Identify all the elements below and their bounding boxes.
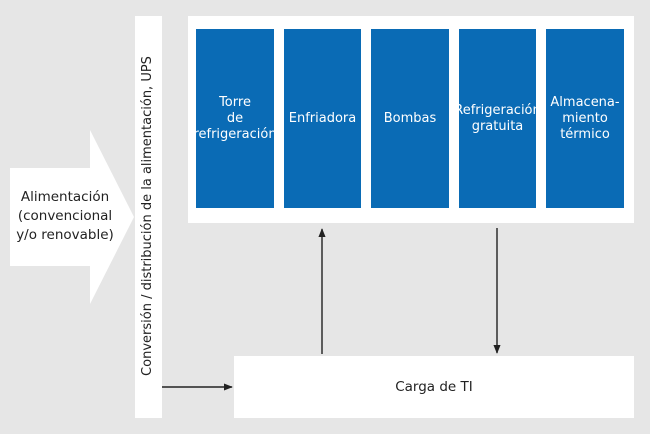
free-cooling-box: Refrigeración gratuita: [454, 29, 541, 208]
input-arrow-shape: [10, 130, 134, 304]
it-load-box: Carga de TI: [234, 356, 634, 418]
power-input-line-2: (convencional: [17, 208, 113, 224]
it-load-label: Carga de TI: [395, 379, 473, 395]
thermal-storage-box: Almacena- miento térmico: [546, 29, 624, 208]
chiller-box: Enfriadora: [284, 29, 361, 208]
free-cooling-label: Refrigeración gratuita: [454, 102, 541, 134]
cooling-tower-label: Torre de refrigeración: [193, 94, 277, 142]
conversion-bar: [135, 16, 162, 418]
pumps-label: Bombas: [383, 110, 437, 126]
power-input-label: Alimentación (convencional y/o renovable…: [10, 188, 120, 245]
cooling-tower-box: Torre de refrigeración: [193, 29, 277, 208]
power-input-line-3: y/o renovable): [16, 227, 114, 243]
thermal-storage-label: Almacena- miento térmico: [550, 94, 620, 142]
power-input-line-1: Alimentación: [20, 189, 110, 205]
pumps-box: Bombas: [371, 29, 449, 208]
chiller-label: Enfriadora: [288, 110, 357, 126]
